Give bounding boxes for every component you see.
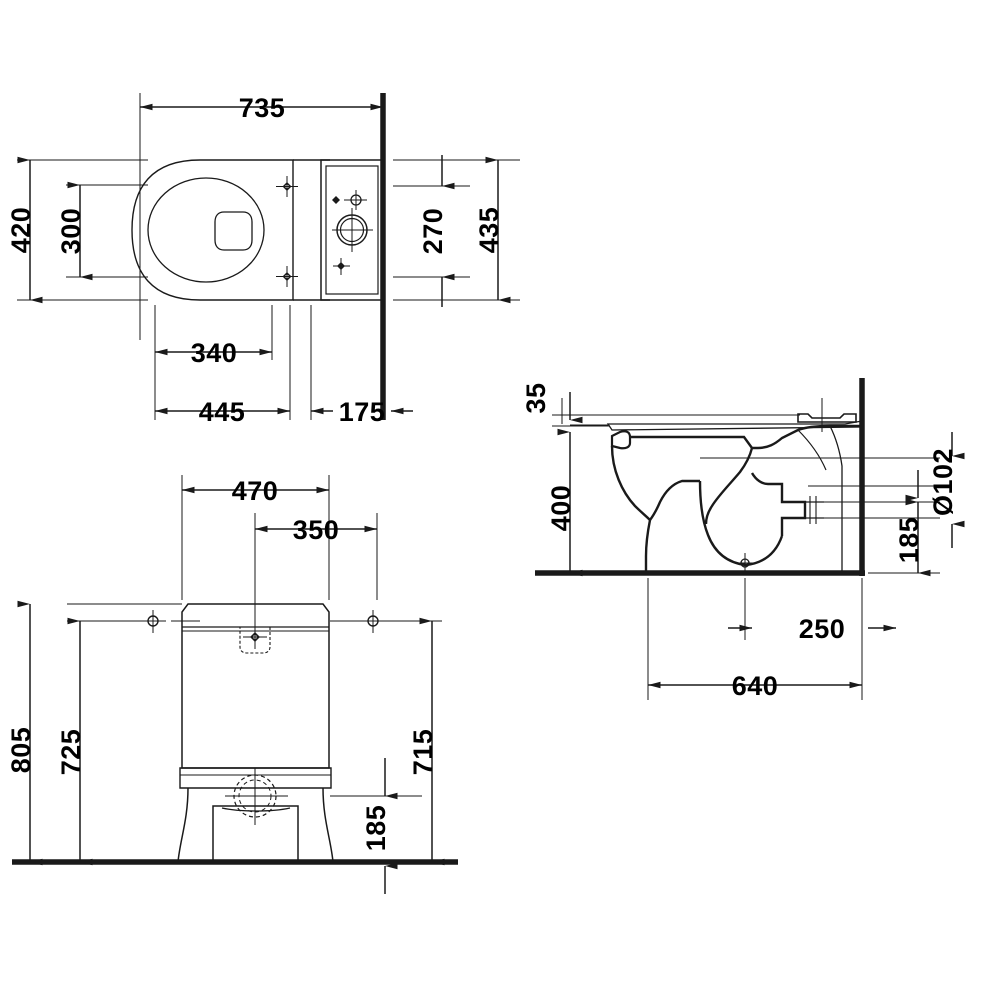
front-view-group xyxy=(12,475,458,894)
dim-label-185-side: 185 xyxy=(894,517,924,564)
dim-label-35: 35 xyxy=(521,382,551,413)
dim-label-640: 640 xyxy=(732,671,779,701)
front-view-fixing-marker-left xyxy=(141,610,166,633)
top-view-cistern-inner xyxy=(325,165,379,295)
dim-label-340: 340 xyxy=(191,338,238,368)
top-view-cistern-outline xyxy=(320,159,384,301)
dim-label-175: 175 xyxy=(339,397,386,427)
dim-label-270: 270 xyxy=(418,208,448,255)
dim-label-445: 445 xyxy=(199,397,246,427)
dim-label-420: 420 xyxy=(6,207,36,254)
top-view-bowl-opening xyxy=(214,211,253,251)
dim-label-715: 715 xyxy=(408,729,438,776)
side-view-bowl-trap-upper xyxy=(649,479,700,521)
dim-label-300: 300 xyxy=(56,208,86,255)
front-view-cistern-base-band xyxy=(179,767,332,789)
side-view-rim-top xyxy=(630,424,862,450)
front-view-flush-button-housing xyxy=(239,626,271,654)
side-view-hinge-detail xyxy=(797,413,857,423)
side-view-bowl-front-upper xyxy=(610,445,651,521)
dim-label-250: 250 xyxy=(799,614,846,644)
dim-label-dia102: Ø102 xyxy=(928,448,958,516)
front-view-bowl-curve xyxy=(221,807,291,812)
top-view-flush-centermark xyxy=(332,208,373,252)
dim-label-435: 435 xyxy=(474,207,504,254)
top-view-cistern-marker-left xyxy=(332,196,340,204)
dim-label-185-front: 185 xyxy=(361,805,391,852)
dim-label-350: 350 xyxy=(293,515,340,545)
top-view-cistern-marker-bottom xyxy=(333,258,350,275)
side-view-rear-skirt xyxy=(829,425,843,573)
top-view-fixing-hole-rear xyxy=(276,176,298,197)
side-view-rim-nose xyxy=(610,430,632,450)
dim-label-400: 400 xyxy=(546,485,576,532)
side-view-bowl-mark xyxy=(735,553,757,573)
side-view-seat-plate xyxy=(606,420,863,431)
top-view-fixing-hole-front xyxy=(276,266,298,287)
dim-label-805: 805 xyxy=(6,727,36,774)
top-view-group xyxy=(17,93,520,420)
side-view-group xyxy=(535,378,965,700)
dim-label-725: 725 xyxy=(56,729,86,776)
dim-label-470: 470 xyxy=(232,476,279,506)
side-view-pedestal-front xyxy=(644,519,652,573)
top-view-seat-ring-outer xyxy=(147,177,265,283)
side-view-outlet-section xyxy=(750,472,807,536)
side-view-bowl-inner-wall xyxy=(704,447,754,525)
front-view-flush-button-mark xyxy=(243,625,267,649)
top-view-bowl-outline xyxy=(131,159,294,301)
side-view-bowl-bottom-curve xyxy=(698,480,784,567)
dim-label-735: 735 xyxy=(239,93,286,123)
top-view-cistern-hole-upper xyxy=(344,190,367,210)
